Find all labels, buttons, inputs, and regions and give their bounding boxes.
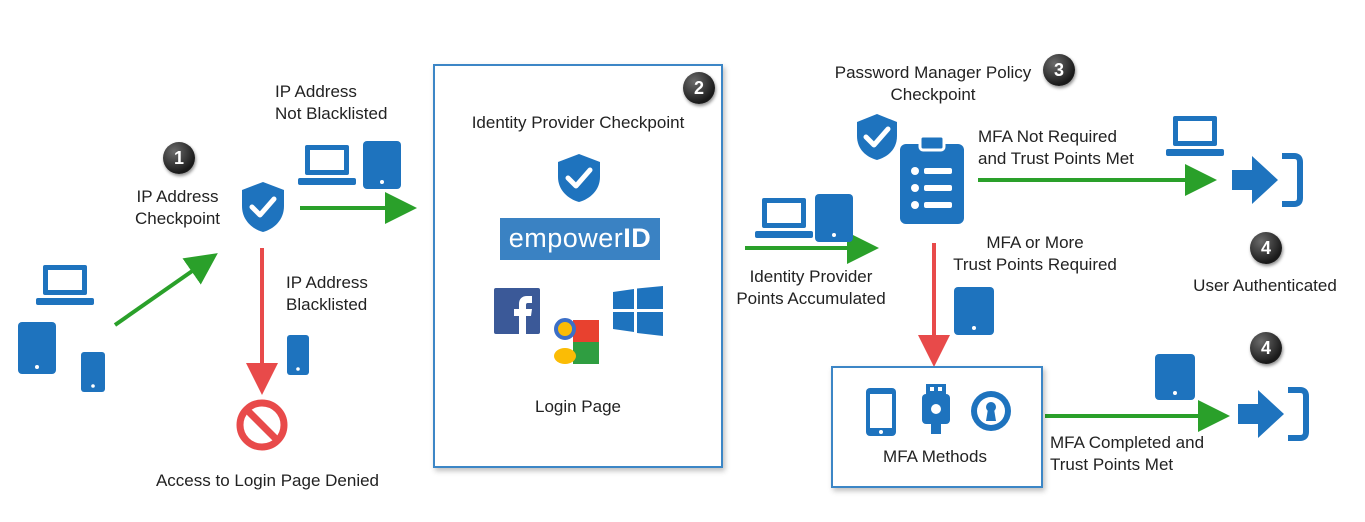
step-badge-4: 4 (1250, 332, 1282, 364)
step-badge-2: 2 (683, 72, 715, 104)
tablet-icon (18, 322, 56, 374)
tablet-icon (815, 194, 853, 242)
denied-icon (236, 399, 288, 451)
facebook-icon (494, 288, 540, 334)
shield-check-icon (558, 154, 600, 202)
clipboard-icon (900, 136, 964, 224)
step-badge-4: 4 (1250, 232, 1282, 264)
step-badge-3: 3 (1043, 54, 1075, 86)
sign-in-icon (1238, 387, 1309, 441)
security-key-icon (922, 384, 950, 434)
mfa-methods-label: MFA Methods (883, 447, 987, 466)
phone-icon (81, 352, 105, 392)
sign-in-icon (1232, 153, 1303, 207)
laptop-icon (298, 145, 356, 185)
idp-checkpoint-label: Identity Provider Checkpoint (471, 113, 685, 132)
access-denied-label: Access to Login Page Denied (155, 471, 380, 490)
shield-check-icon (242, 182, 284, 232)
step-badge-1: 1 (163, 142, 195, 174)
laptop-icon (755, 198, 813, 238)
empowerid-logo: empowerID (500, 218, 660, 260)
user-authenticated-label: User Authenticated (1193, 276, 1337, 295)
tablet-icon (363, 141, 401, 189)
phone-icon (866, 388, 896, 436)
google-icon (554, 318, 599, 364)
windows-icon (613, 286, 663, 336)
laptop-icon (1166, 116, 1224, 156)
phone-icon (287, 335, 309, 375)
keyhole-icon (971, 391, 1011, 431)
laptop-icon (36, 265, 94, 305)
shield-check-icon (857, 114, 897, 160)
login-page-label: Login Page (534, 397, 622, 416)
tablet-icon (954, 287, 994, 335)
identity-provider-box (433, 64, 723, 468)
tablet-icon (1155, 354, 1195, 400)
arrow-devices-to-ip (113, 253, 218, 327)
